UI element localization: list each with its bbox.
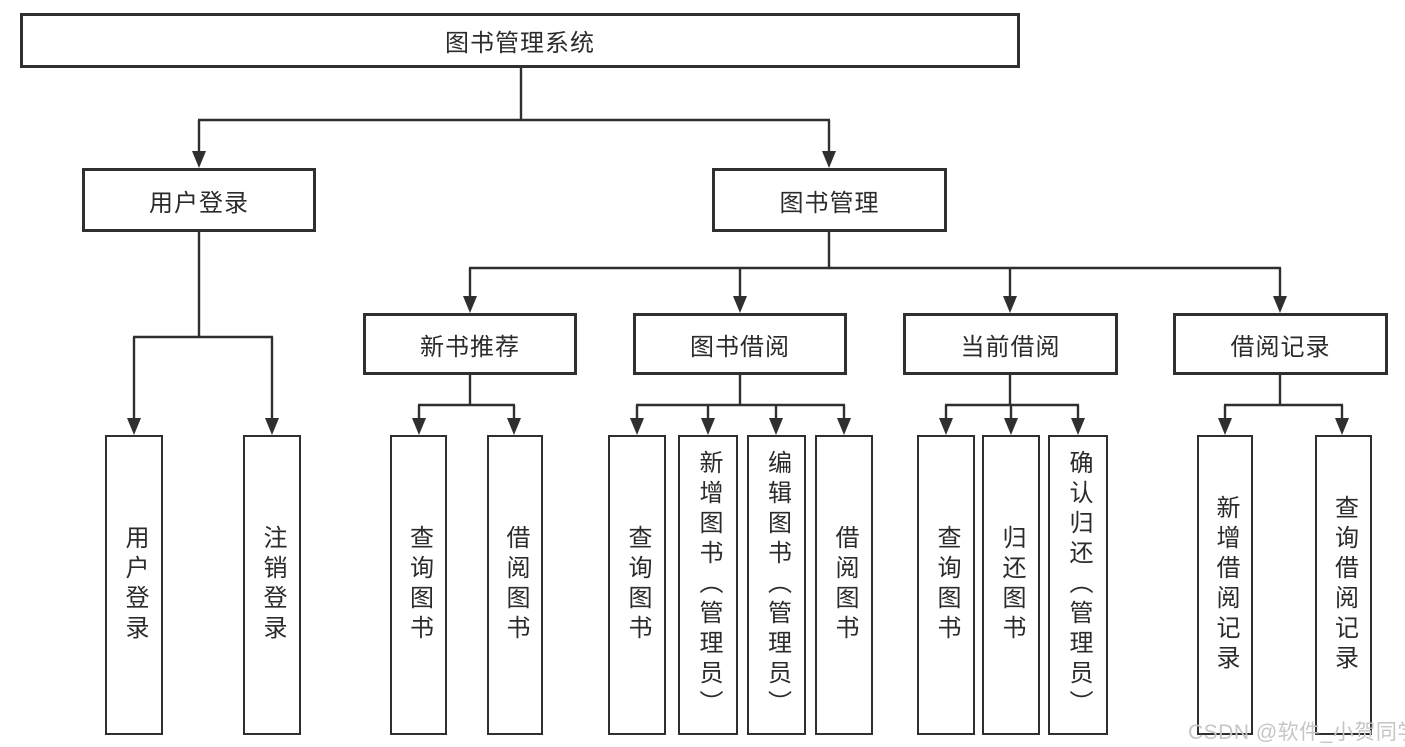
node-current-borrowing-label: 当前借阅 bbox=[960, 333, 1061, 361]
node-new-book-recommendation-label: 新书推荐 bbox=[420, 333, 520, 361]
leaf-confirm-return-admin-label: 确认归还（管理员） bbox=[1065, 450, 1092, 720]
arrowhead bbox=[192, 151, 206, 168]
csdn-watermark: CSDN @软件_小贺同学 bbox=[1188, 721, 1405, 744]
connector-user-login-to-children bbox=[127, 232, 279, 435]
arrowhead bbox=[265, 418, 279, 435]
leaf-query-books-current-label: 查询图书 bbox=[933, 525, 960, 645]
leaf-borrow-books: 借阅图书 bbox=[815, 435, 873, 735]
arrowhead bbox=[127, 418, 141, 435]
node-book-management-label: 图书管理 bbox=[779, 189, 880, 217]
leaf-query-borrowing-record-label: 查询借阅记录 bbox=[1330, 495, 1358, 675]
connector-current-borrowing-to-children bbox=[939, 375, 1085, 435]
leaf-borrow-books-recommendation-label: 借阅图书 bbox=[502, 525, 529, 645]
leaf-add-books-admin-label: 新增图书（管理员） bbox=[695, 450, 722, 720]
arrowhead bbox=[837, 418, 851, 435]
leaf-user-login-label: 用户登录 bbox=[121, 525, 148, 645]
arrowhead bbox=[1004, 418, 1018, 435]
leaf-logout-label: 注销登录 bbox=[259, 525, 286, 645]
leaf-return-books-label: 归还图书 bbox=[998, 525, 1025, 645]
arrowhead bbox=[939, 418, 953, 435]
arrowhead bbox=[733, 296, 747, 313]
arrowhead bbox=[412, 418, 426, 435]
node-user-login-label: 用户登录 bbox=[149, 189, 249, 217]
connector-borrowing-records-to-children bbox=[1218, 375, 1349, 435]
leaf-add-borrowing-record: 新增借阅记录 bbox=[1197, 435, 1253, 735]
arrowhead bbox=[1071, 418, 1085, 435]
leaf-query-borrowing-record: 查询借阅记录 bbox=[1315, 435, 1372, 735]
arrowhead bbox=[1335, 418, 1349, 435]
leaf-edit-books-admin-label: 编辑图书（管理员） bbox=[763, 450, 791, 720]
node-borrowing-records: 借阅记录 bbox=[1173, 313, 1388, 375]
leaf-return-books: 归还图书 bbox=[982, 435, 1040, 735]
node-book-borrowing-label: 图书借阅 bbox=[690, 333, 790, 361]
leaf-query-books-current: 查询图书 bbox=[917, 435, 975, 735]
leaf-add-books-admin: 新增图书（管理员） bbox=[678, 435, 738, 735]
node-new-book-recommendation: 新书推荐 bbox=[363, 313, 577, 375]
leaf-edit-books-admin: 编辑图书（管理员） bbox=[747, 435, 806, 735]
node-book-borrowing: 图书借阅 bbox=[633, 313, 847, 375]
leaf-query-books-borrowing: 查询图书 bbox=[608, 435, 666, 735]
node-book-management: 图书管理 bbox=[712, 168, 947, 232]
node-borrowing-records-label: 借阅记录 bbox=[1230, 333, 1331, 361]
leaf-borrow-books-recommendation: 借阅图书 bbox=[487, 435, 543, 735]
arrowhead bbox=[507, 418, 521, 435]
connector-root-to-branches bbox=[192, 68, 836, 168]
leaf-confirm-return-admin: 确认归还（管理员） bbox=[1048, 435, 1108, 735]
node-library-management-system-label: 图书管理系统 bbox=[445, 30, 595, 57]
arrowhead bbox=[769, 418, 783, 435]
leaf-borrow-books-label: 借阅图书 bbox=[831, 525, 858, 645]
leaf-user-login: 用户登录 bbox=[105, 435, 163, 735]
connector-new-book-to-children bbox=[412, 375, 521, 435]
node-library-management-system: 图书管理系统 bbox=[20, 13, 1020, 68]
arrowhead bbox=[1003, 296, 1017, 313]
arrowhead bbox=[463, 296, 477, 313]
leaf-query-books-recommendation: 查询图书 bbox=[390, 435, 447, 735]
leaf-add-borrowing-record-label: 新增借阅记录 bbox=[1212, 495, 1239, 675]
arrowhead bbox=[1273, 296, 1287, 313]
arrowhead bbox=[630, 418, 644, 435]
connector-book-management-to-children bbox=[463, 232, 1287, 313]
node-current-borrowing: 当前借阅 bbox=[903, 313, 1118, 375]
node-user-login: 用户登录 bbox=[82, 168, 316, 232]
connector-book-borrowing-to-children bbox=[630, 375, 851, 435]
leaf-logout: 注销登录 bbox=[243, 435, 301, 735]
arrowhead bbox=[701, 418, 715, 435]
leaf-query-books-recommendation-label: 查询图书 bbox=[405, 525, 433, 645]
leaf-query-books-borrowing-label: 查询图书 bbox=[624, 525, 651, 645]
arrowhead bbox=[1218, 418, 1232, 435]
arrowhead bbox=[822, 151, 836, 168]
